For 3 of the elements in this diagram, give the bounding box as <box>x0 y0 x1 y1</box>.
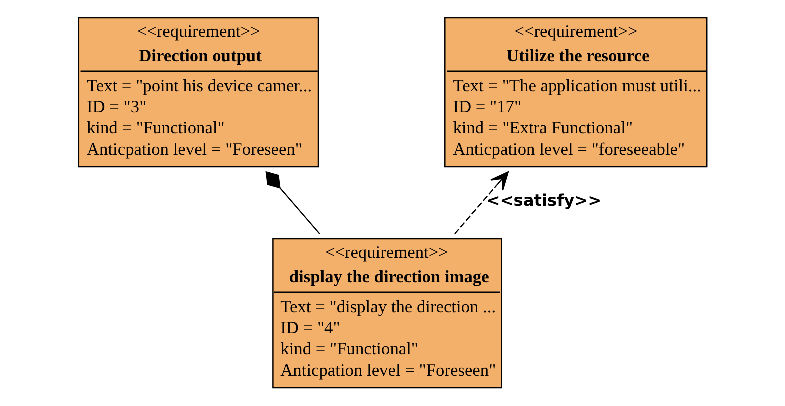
connector <box>265 171 320 234</box>
arrow <box>454 172 508 234</box>
edge-label: <<satisfy>> <box>486 190 602 210</box>
